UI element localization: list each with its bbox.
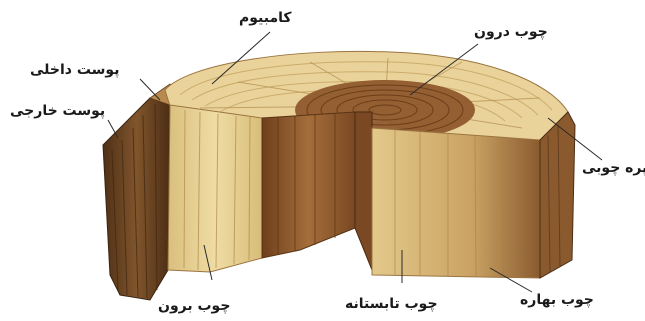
leader-inner-bark [140,79,160,100]
label-inner-bark: پوست داخلی [30,62,119,78]
notch-face [355,112,372,270]
label-wood-ray: پره چوبی [582,160,645,176]
label-heartwood: چوب درون [474,24,548,40]
front-face-left [168,105,355,272]
label-sapwood: چوب برون [158,298,230,314]
label-cambium: کامبیوم [239,10,292,26]
label-summer-wood: چوب تابستانه [345,296,438,312]
label-spring-wood: چوب بهاره [520,292,594,308]
label-outer-bark: پوست خارجی [10,103,105,119]
